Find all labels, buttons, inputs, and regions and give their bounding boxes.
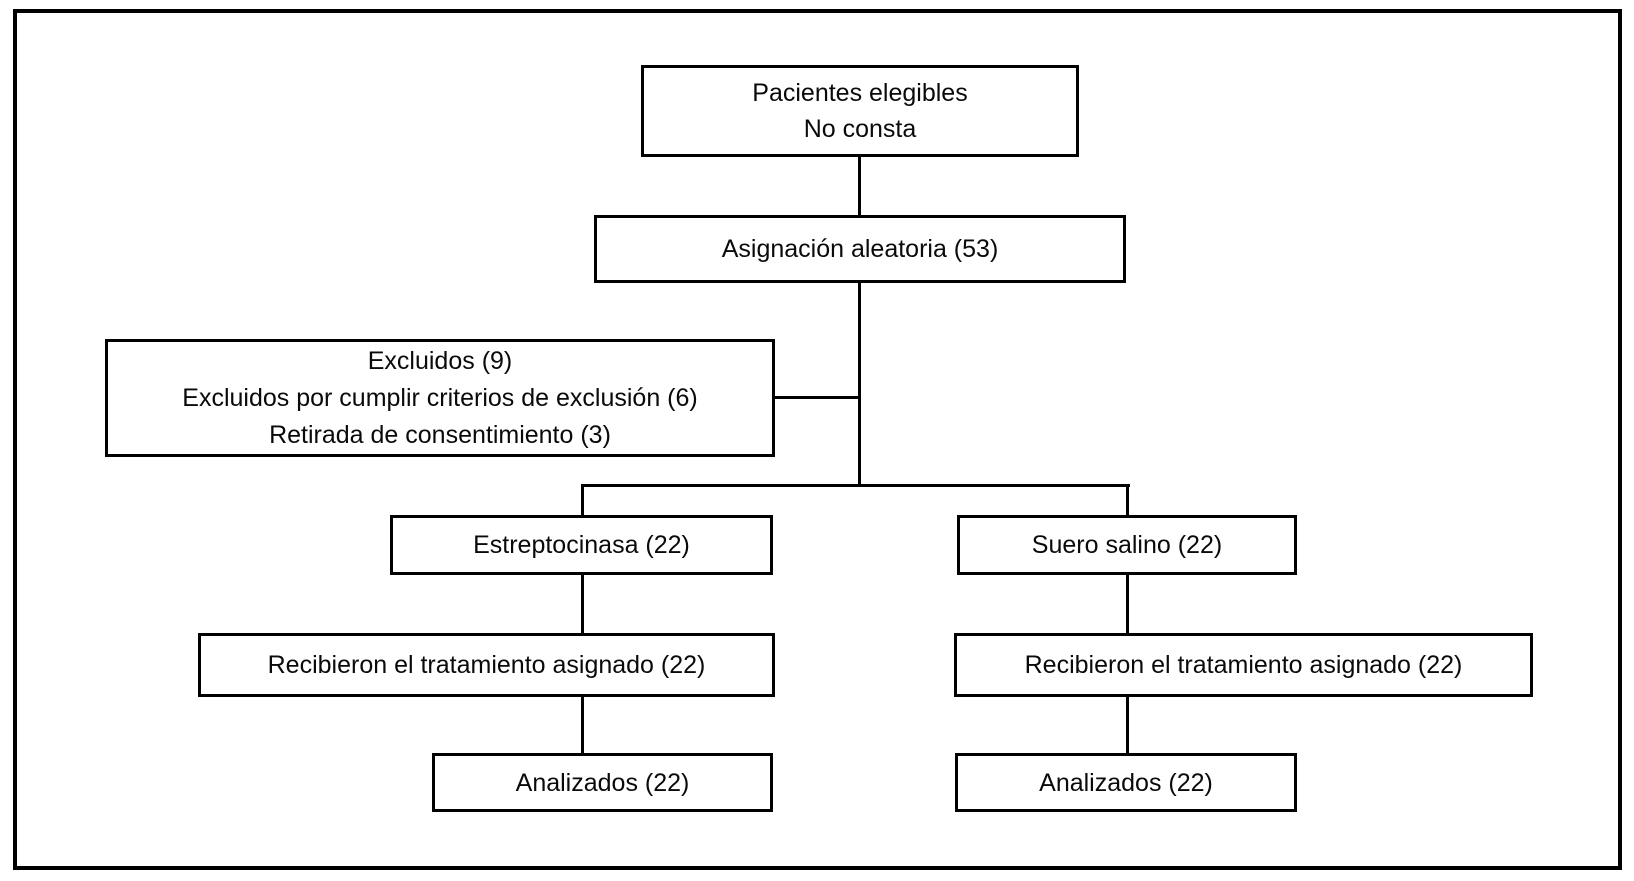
eligible-patients-line1: Pacientes elegibles [752, 79, 968, 107]
box-analyzed-right: Analizados (22) [955, 753, 1297, 812]
connector-randomization-trunk [858, 281, 861, 487]
arm-saline-label: Suero salino (22) [1031, 531, 1223, 559]
connector-drop-right-arm [1126, 484, 1129, 517]
excluded-line2: Excluidos por cumplir criterios de exclu… [182, 383, 698, 412]
excluded-line1: Excluidos (9) [367, 346, 513, 375]
connector-right-arm-to-received [1126, 573, 1129, 635]
box-arm-saline: Suero salino (22) [957, 515, 1297, 575]
box-randomization: Asignación aleatoria (53) [594, 215, 1126, 283]
analyzed-right-label: Analizados (22) [1039, 768, 1213, 797]
box-excluded: Excluidos (9) Excluidos por cumplir crit… [105, 339, 775, 457]
diagram-border [13, 9, 1622, 870]
connector-excluded-branch [773, 396, 861, 399]
randomization-label: Asignación aleatoria (53) [721, 235, 999, 263]
box-received-treatment-right: Recibieron el tratamiento asignado (22) [954, 633, 1533, 697]
box-arm-streptokinase: Estreptocinasa (22) [390, 515, 773, 575]
box-analyzed-left: Analizados (22) [432, 753, 773, 812]
arm-streptokinase-label: Estreptocinasa (22) [473, 531, 690, 559]
connector-split-bar [581, 484, 1130, 487]
connector-left-arm-to-received [581, 573, 584, 635]
received-treatment-right-label: Recibieron el tratamiento asignado (22) [1024, 651, 1463, 679]
received-treatment-left-label: Recibieron el tratamiento asignado (22) [267, 651, 706, 679]
connector-eligible-to-randomization [858, 155, 861, 217]
connector-left-received-to-analyzed [581, 695, 584, 755]
eligible-patients-line2: No consta [803, 115, 917, 143]
connector-right-received-to-analyzed [1126, 695, 1129, 755]
box-received-treatment-left: Recibieron el tratamiento asignado (22) [198, 633, 775, 697]
box-eligible-patients: Pacientes elegibles No consta [641, 65, 1079, 157]
excluded-line3: Retirada de consentimiento (3) [269, 420, 611, 449]
connector-drop-left-arm [581, 484, 584, 517]
analyzed-left-label: Analizados (22) [515, 768, 690, 797]
